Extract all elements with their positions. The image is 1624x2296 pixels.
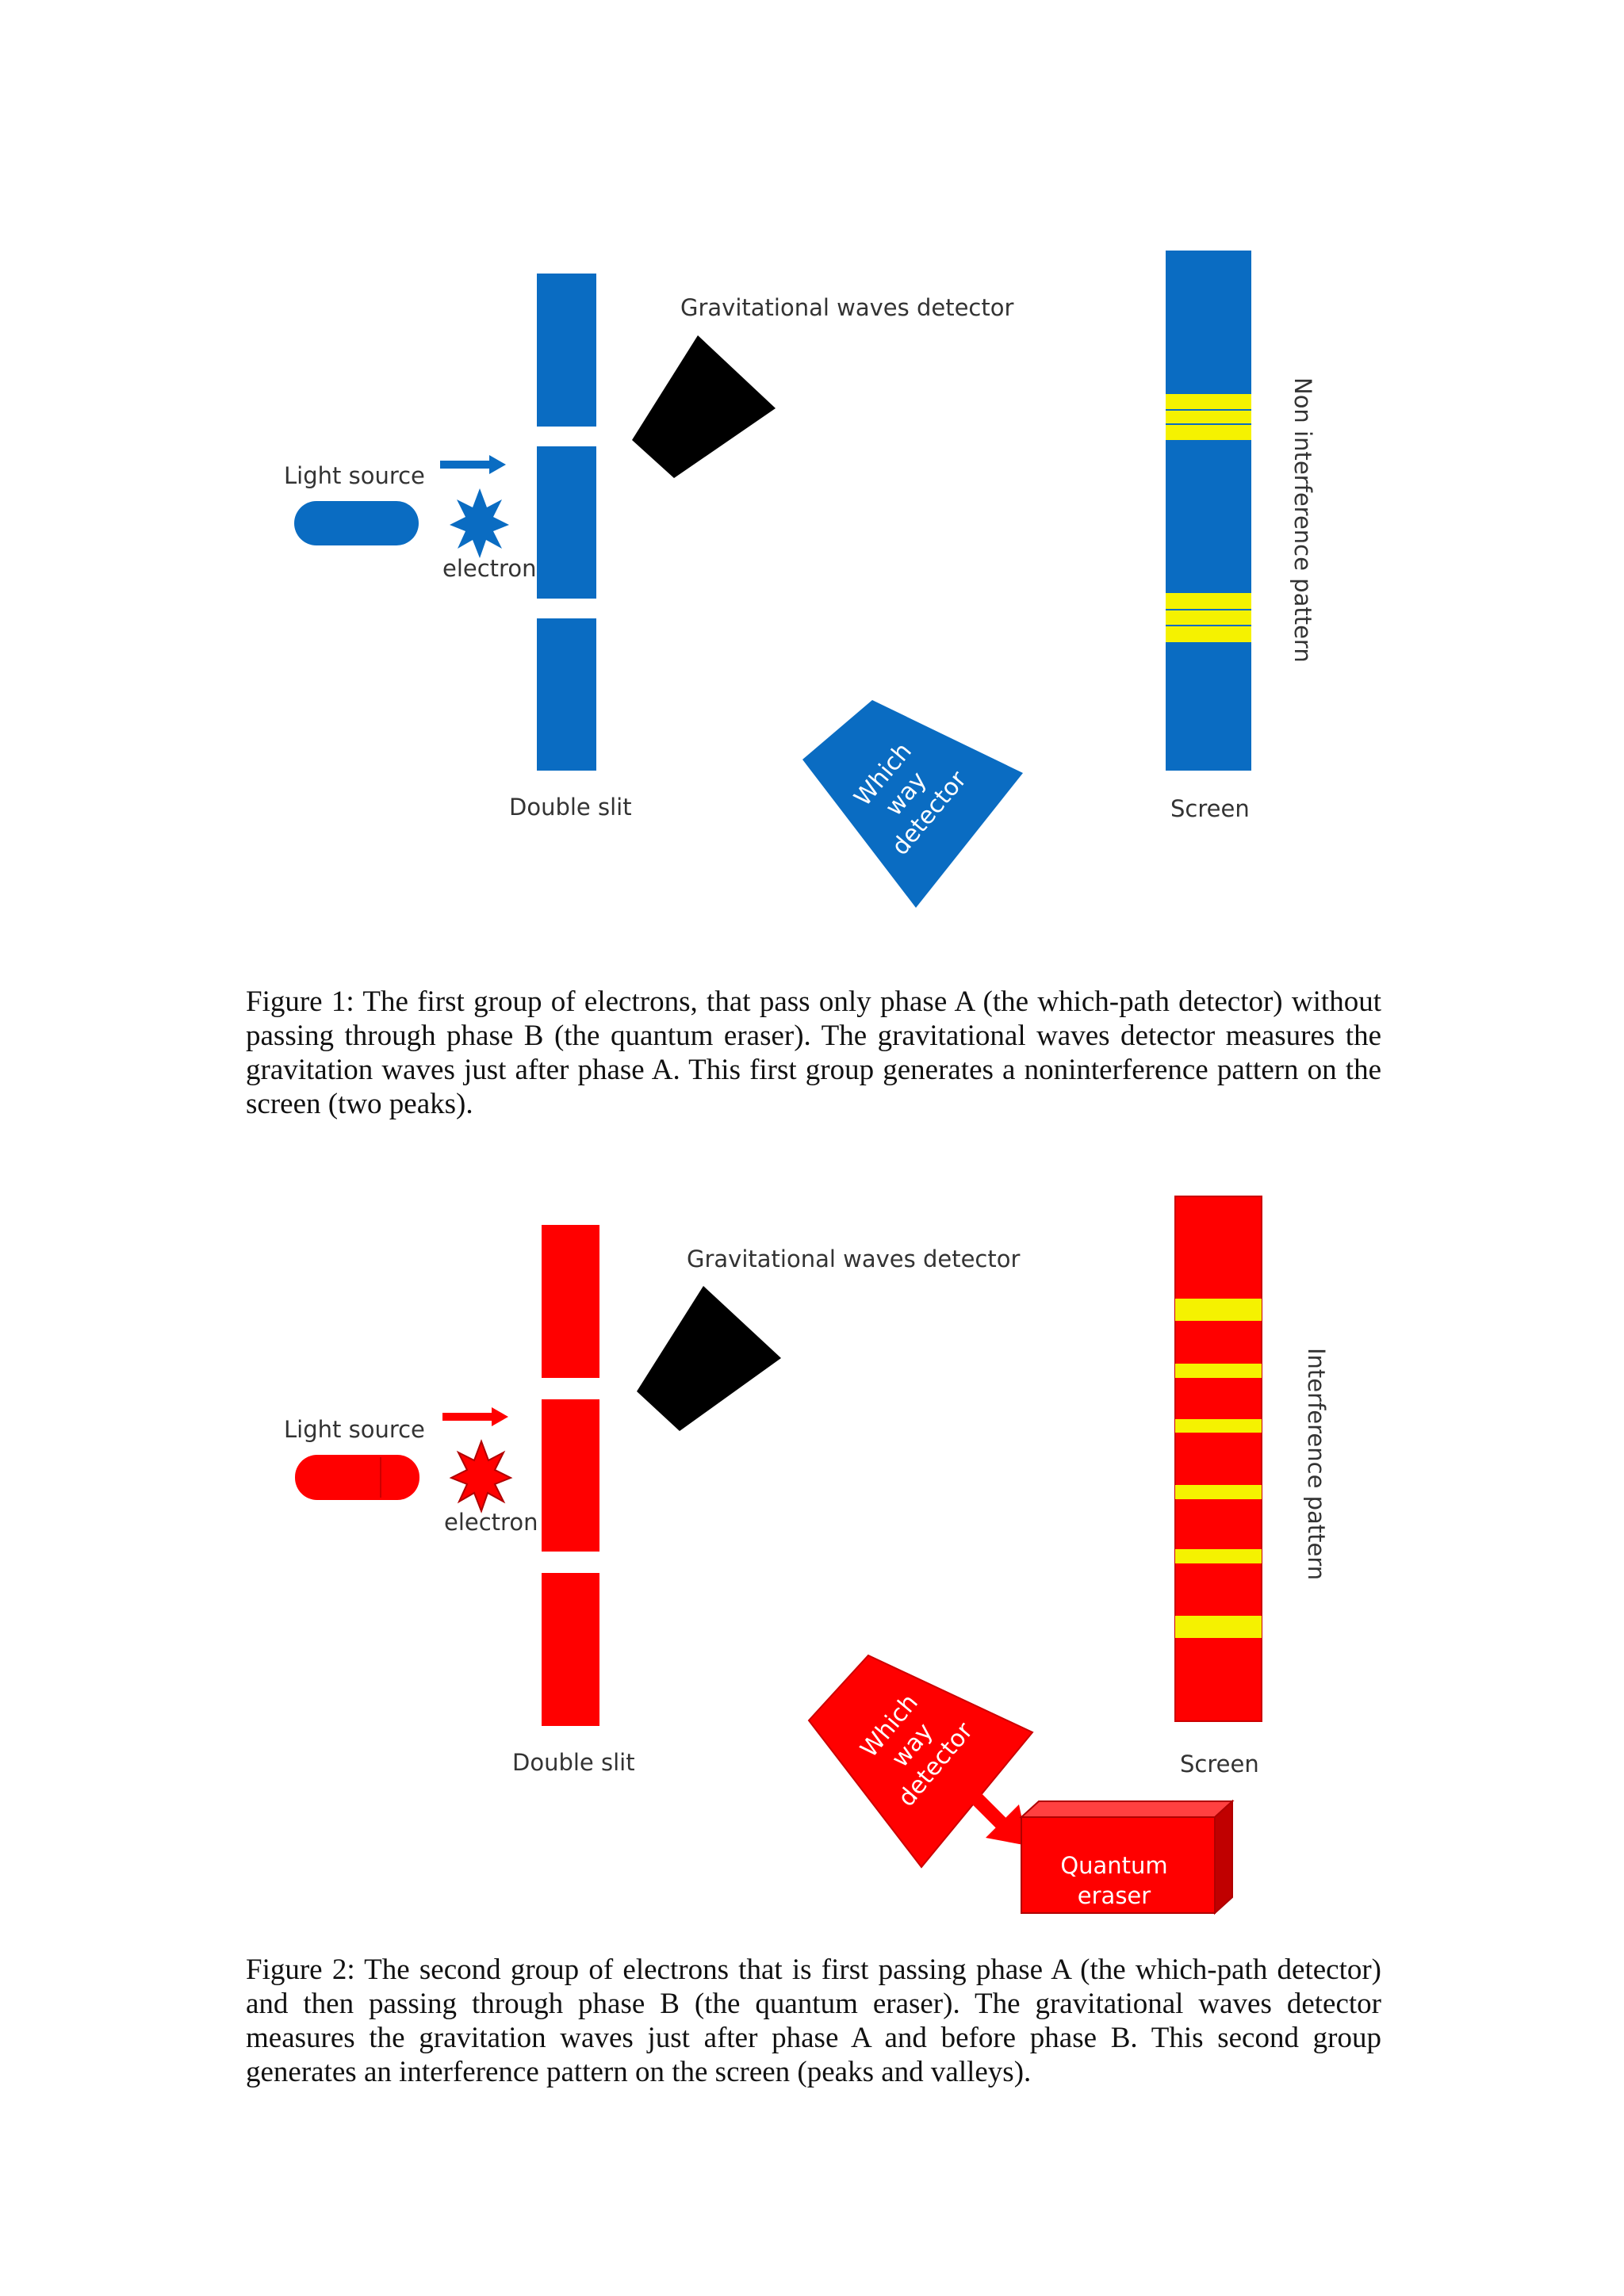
interference-band-6: [1175, 1616, 1262, 1638]
screen-label: Screen: [1180, 1751, 1259, 1777]
slit-barrier-middle: [542, 1399, 599, 1552]
slit-barrier-top: [537, 274, 596, 427]
light-source-label: Light source: [284, 1416, 425, 1443]
electron-label: electron: [442, 555, 536, 582]
interference-band-4: [1175, 1485, 1262, 1499]
which-way-detector: [802, 700, 1023, 908]
gravitational-detector-label: Gravitational waves detector: [687, 1246, 1020, 1272]
figure-1-diagram: Double slit Light source electron Gravit…: [284, 251, 1316, 908]
pattern-label: Interference pattern: [1303, 1348, 1330, 1580]
which-way-detector: [807, 1654, 1034, 1869]
light-source: [295, 1455, 419, 1500]
double-slit-label: Double slit: [512, 1749, 635, 1776]
figure-1-caption: Figure 1: The first group of electrons, …: [246, 985, 1381, 1120]
gravitational-detector: [637, 1286, 781, 1431]
slit-barrier-bottom: [537, 618, 596, 771]
slit-barrier-top: [542, 1225, 599, 1378]
figure-2-diagram: Double slit Light source electron Gravit…: [284, 1196, 1330, 1915]
interference-band-1: [1175, 1299, 1262, 1321]
slit-barrier-bottom: [542, 1573, 599, 1726]
figure-1: Double slit Light source electron Gravit…: [0, 0, 1624, 951]
interference-band-2: [1175, 1364, 1262, 1378]
screen: [1174, 1196, 1262, 1722]
screen-label: Screen: [1170, 795, 1250, 822]
quantum-eraser-label-line-2: eraser: [1078, 1882, 1151, 1909]
screen: [1166, 251, 1251, 771]
slit-barrier-middle: [537, 446, 596, 599]
electron-star-icon: [450, 488, 509, 558]
non-interference-peak-2: [1166, 593, 1251, 642]
light-source-label: Light source: [284, 462, 425, 489]
double-slit-label: Double slit: [509, 794, 632, 821]
pattern-label: Non interference pattern: [1289, 377, 1316, 663]
quantum-eraser-label-line-1: Quantum: [1060, 1852, 1167, 1879]
quantum-eraser: Quantum eraser: [1019, 1799, 1235, 1915]
electron-star-icon: [449, 1439, 513, 1513]
interference-band-3: [1175, 1419, 1262, 1433]
gravitational-detector-label: Gravitational waves detector: [680, 294, 1013, 321]
light-source: [294, 501, 419, 545]
non-interference-peak-1: [1166, 394, 1251, 440]
arrow-down-right-icon: [960, 1782, 1028, 1846]
arrow-right-icon: [440, 455, 506, 474]
figure-2: Double slit Light source electron Gravit…: [0, 1158, 1624, 1934]
figure-2-caption: Figure 2: The second group of electrons …: [246, 1954, 1381, 2088]
gravitational-detector: [632, 335, 776, 478]
arrow-right-icon: [442, 1407, 508, 1426]
interference-band-5: [1175, 1549, 1262, 1563]
electron-label: electron: [444, 1509, 538, 1536]
